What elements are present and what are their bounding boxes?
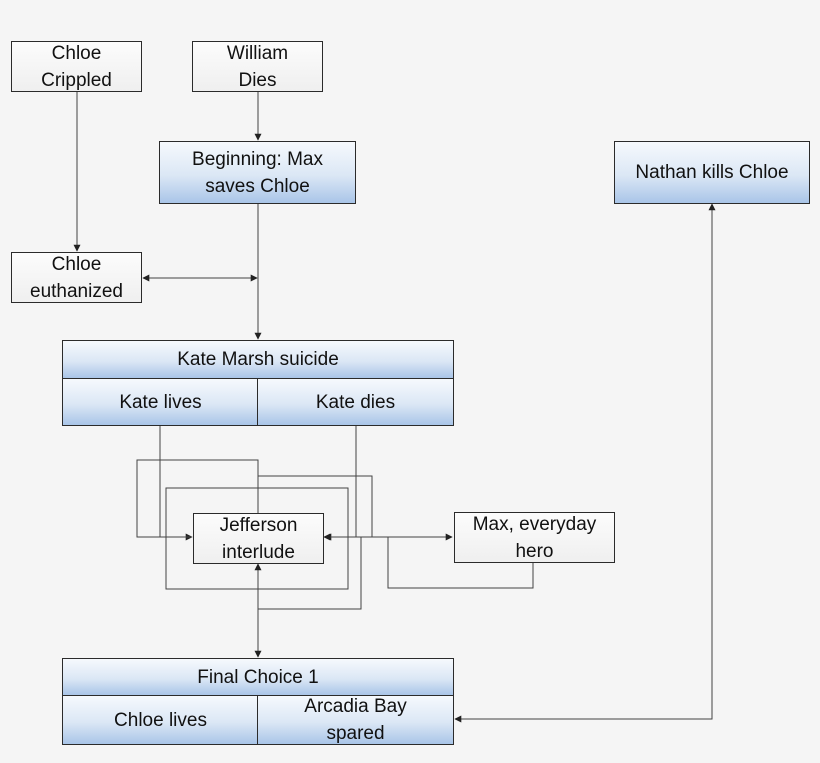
node-nathan-kills-chloe: Nathan kills Chloe — [614, 141, 810, 204]
node-max-everyday-hero: Max, everyday hero — [454, 512, 615, 563]
node-beginning: Beginning: Max saves Chloe — [159, 141, 356, 204]
node-william-dies: William Dies — [192, 41, 323, 92]
edge-katelives-jefferson — [159, 426, 193, 541]
node-kate-marsh-suicide: Kate Marsh suicide — [62, 340, 454, 379]
edge-arcadia-nathan — [454, 203, 716, 723]
node-jefferson-interlude: Jefferson interlude — [193, 513, 324, 564]
node-chloe-lives: Chloe lives — [62, 695, 259, 745]
node-chloe-euthanized: Chloe euthanized — [11, 252, 142, 303]
node-chloe-crippled: Chloe Crippled — [11, 41, 142, 92]
node-final-choice-1: Final Choice 1 — [62, 658, 454, 696]
loop-3 — [165, 487, 349, 590]
edge-katedies-jefferson — [324, 426, 357, 541]
node-arcadia-bay-spared: Arcadia Bay spared — [257, 695, 454, 745]
node-kate-lives: Kate lives — [62, 378, 259, 426]
node-kate-dies: Kate dies — [257, 378, 454, 426]
